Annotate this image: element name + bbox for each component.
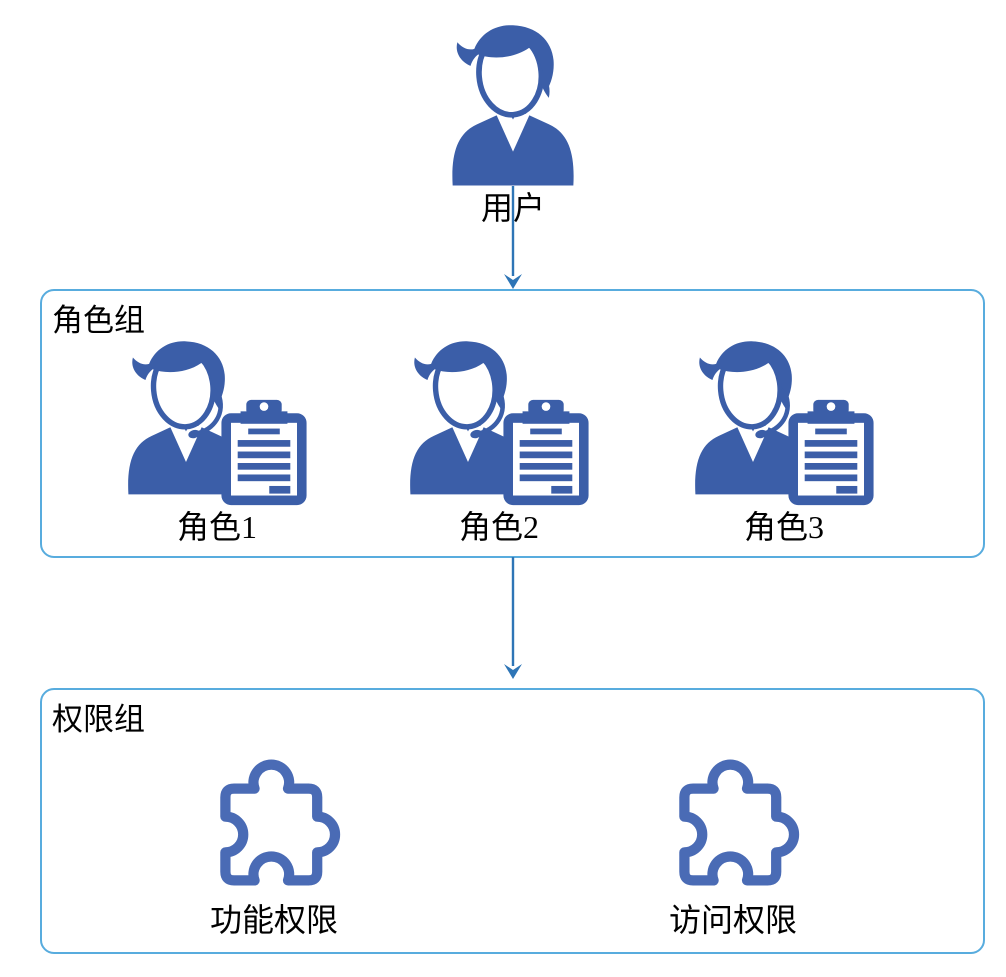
clipboard-icon [217,397,311,507]
clipboard-icon [499,397,593,507]
role-item-2: 角色2 [399,335,599,550]
role-item-1: 角色1 [117,335,317,550]
permission-item-function: 功能权限 [154,742,394,952]
puzzle-piece-icon [193,742,355,900]
permission-group-box: 权限组 功能权限 访问权限 [40,688,985,954]
clipboard-icon [784,397,878,507]
user-person-icon [447,18,579,190]
role-group-box: 角色组 角色1 角色2 角色3 [40,289,985,558]
permission-item-access: 访问权限 [613,742,853,952]
function-permission-label: 功能权限 [209,902,338,938]
role-label-2: 角色2 [458,509,539,545]
role-label-1: 角色1 [176,509,257,545]
role-label-3: 角色3 [743,509,824,545]
down-arrow-icon-user-to-roles [504,186,522,289]
role-group-title: 角色组 [52,303,145,338]
down-arrow-icon-roles-to-permissions [504,557,522,679]
access-permission-label: 访问权限 [668,902,797,938]
role-item-3: 角色3 [684,335,884,550]
puzzle-piece-icon [652,742,814,900]
permission-group-title: 权限组 [52,702,145,737]
